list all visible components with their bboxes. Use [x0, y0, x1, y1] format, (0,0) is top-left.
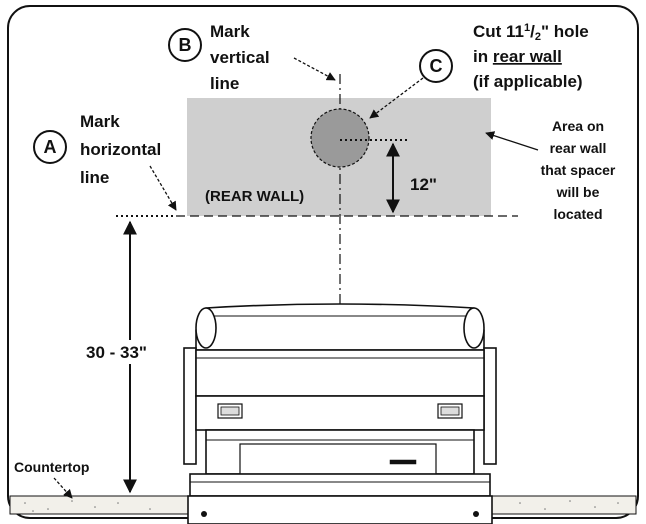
label-a-line1: Mark: [80, 112, 120, 131]
countertop-speckles: [24, 500, 619, 512]
label-c-circle: [419, 49, 453, 83]
countertop-leader: [53, 477, 73, 499]
label-b-letter: B: [179, 35, 192, 55]
area-line2: rear wall: [550, 140, 607, 156]
label-a-line3: line: [80, 168, 109, 187]
area-line5: located: [553, 206, 602, 222]
dim-height-label: 30 - 33": [86, 343, 147, 362]
rear-wall-label: (REAR WALL): [205, 188, 304, 205]
area-line1: Area on: [552, 118, 604, 134]
label-b-line2: vertical: [210, 48, 270, 67]
countertop-label: Countertop: [14, 459, 89, 475]
label-b-line3: line: [210, 74, 239, 93]
label-b-leader: [293, 57, 336, 81]
label-a-circle: [33, 130, 67, 164]
label-b-line1: Mark: [210, 22, 250, 41]
label-c-line3: (if applicable): [473, 72, 583, 91]
area-line4: will be: [556, 184, 600, 200]
label-c-line1: Cut 111/2" hole: [473, 22, 589, 43]
label-c-line2: in rear wall: [473, 47, 562, 66]
label-a-letter: A: [44, 137, 57, 157]
area-line3: that spacer: [541, 162, 616, 178]
area-leader: [485, 131, 539, 151]
hole-circle: [310, 108, 370, 168]
label-c-letter: C: [430, 56, 443, 76]
label-b-circle: [168, 28, 202, 62]
dim-height-label-bg: [82, 340, 178, 364]
grill-drawing: [183, 303, 497, 524]
label-c-leader: [369, 77, 424, 119]
label-a-line2: horizontal: [80, 140, 161, 159]
label-a-leader: [149, 165, 177, 211]
dim-12-label: 12": [410, 175, 437, 194]
